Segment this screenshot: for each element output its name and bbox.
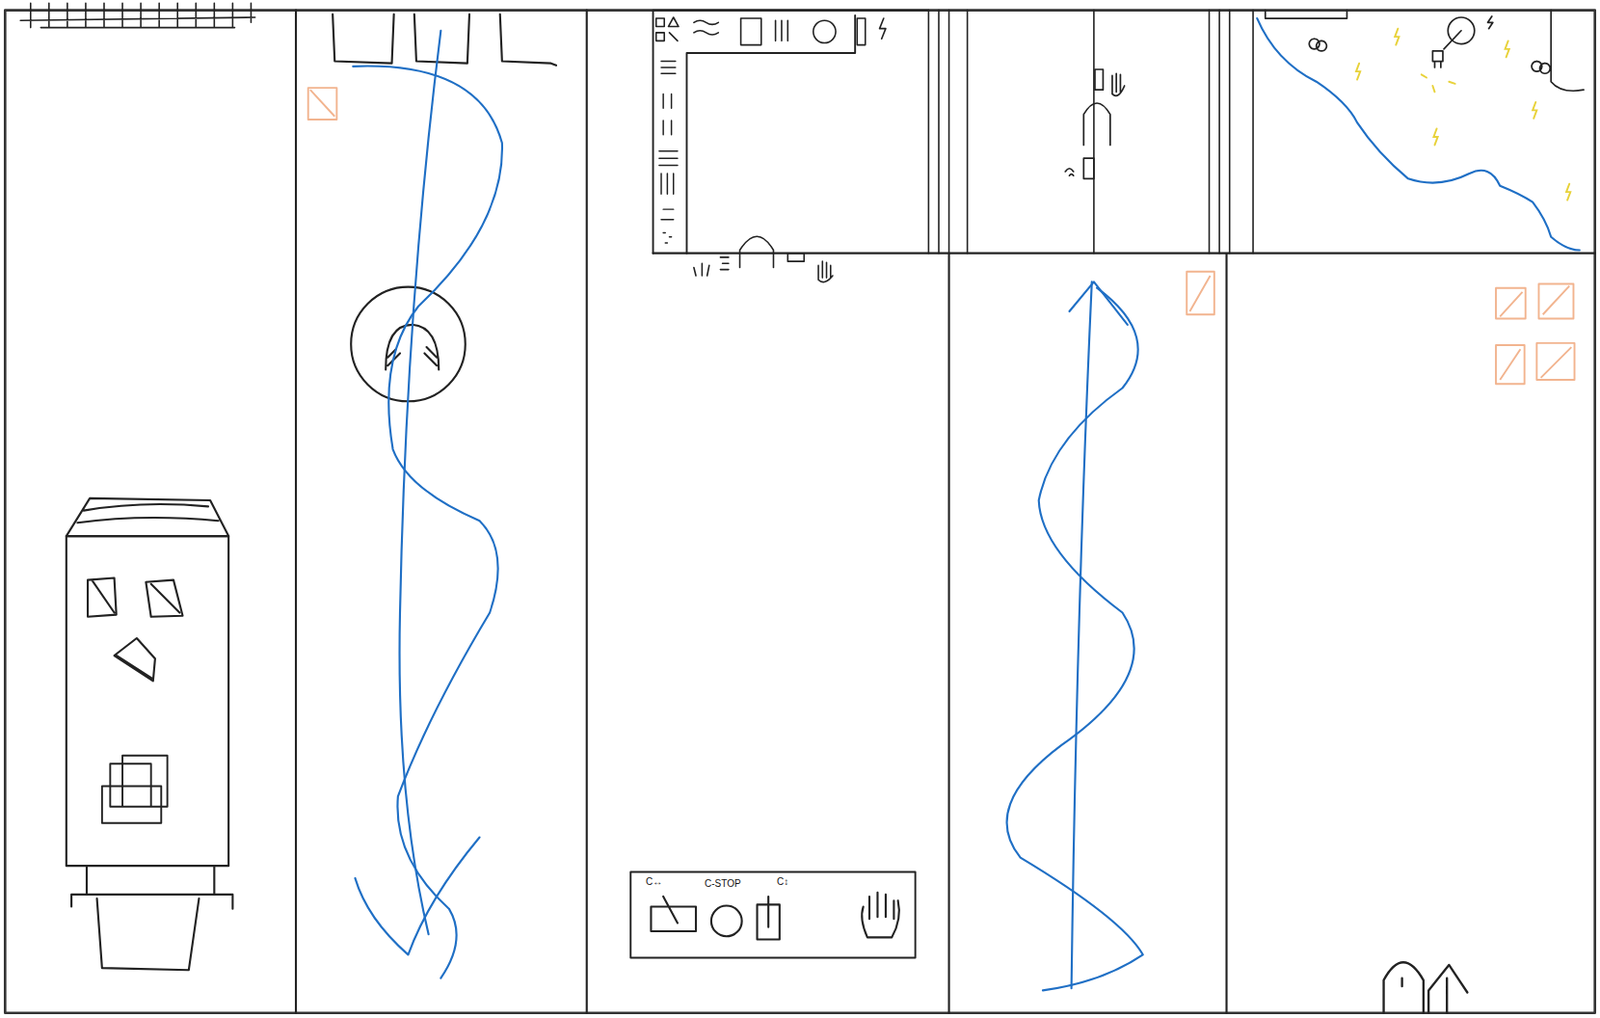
side-toolbar bbox=[659, 61, 678, 244]
motion-wave bbox=[352, 66, 503, 979]
arrow-head bbox=[1068, 281, 1127, 324]
motion-wave bbox=[1007, 288, 1144, 991]
note-marks bbox=[308, 87, 1575, 384]
slide-control bbox=[650, 896, 696, 932]
lift-control bbox=[757, 896, 780, 939]
sticky-note bbox=[1538, 283, 1574, 319]
scene-icons bbox=[1265, 10, 1584, 92]
sticky-note bbox=[1186, 271, 1215, 315]
spark bbox=[1394, 28, 1399, 46]
stacked-squares bbox=[102, 755, 168, 824]
window-icon bbox=[114, 638, 156, 681]
sticky-note bbox=[1495, 345, 1525, 384]
screen-frame bbox=[653, 10, 930, 254]
spark bbox=[1566, 184, 1571, 201]
hand-icon bbox=[818, 261, 833, 282]
arrow-head bbox=[354, 837, 480, 956]
spark bbox=[1433, 128, 1438, 145]
spark bbox=[1532, 102, 1537, 119]
river-line bbox=[1256, 18, 1580, 250]
door-icons bbox=[1065, 69, 1124, 179]
control-caption: C↕ bbox=[775, 876, 790, 888]
building-body bbox=[66, 535, 229, 866]
sticky-note bbox=[1536, 343, 1574, 380]
motion-line bbox=[1071, 281, 1093, 988]
control-caption: C-STOP bbox=[703, 878, 743, 890]
hand-icon bbox=[861, 892, 900, 938]
window-icon bbox=[87, 577, 117, 616]
toolbar-icons bbox=[656, 17, 886, 46]
page-frame bbox=[4, 10, 1595, 1014]
plug-icon bbox=[1432, 16, 1493, 68]
control-caption: C↔ bbox=[644, 876, 664, 888]
panel-divider bbox=[295, 10, 1596, 1014]
building-roof bbox=[66, 498, 229, 536]
fence-sketch bbox=[20, 2, 255, 27]
spark bbox=[1356, 63, 1360, 80]
spark bbox=[1505, 40, 1510, 57]
sparkle-marks bbox=[1356, 28, 1571, 201]
ink-lines bbox=[4, 2, 1595, 1014]
toolbar-icon bbox=[813, 20, 836, 43]
control-bar bbox=[630, 872, 915, 959]
floating-icons bbox=[693, 236, 804, 276]
motion-line bbox=[400, 30, 442, 934]
house-icons bbox=[1384, 961, 1468, 1013]
building-base bbox=[71, 865, 233, 970]
spark bbox=[1421, 74, 1456, 92]
sticky-note bbox=[308, 87, 338, 120]
cup-icons bbox=[332, 14, 557, 66]
stop-button bbox=[711, 905, 743, 936]
sticky-note bbox=[1495, 288, 1526, 320]
window-icon bbox=[145, 580, 183, 617]
panel-divider bbox=[928, 10, 1254, 254]
blue-strokes bbox=[352, 18, 1580, 990]
